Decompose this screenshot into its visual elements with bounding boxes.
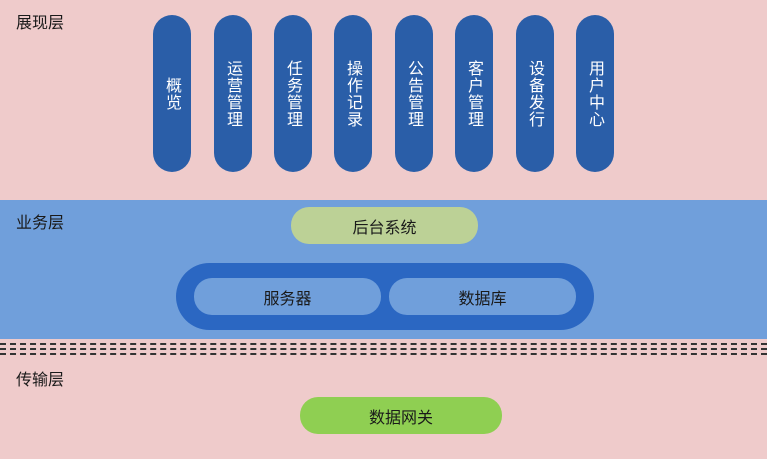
module-label: 公告管理 [405, 59, 424, 128]
layer-separator [0, 339, 767, 357]
module-customer-management: 客户管理 [455, 15, 493, 172]
module-label: 任务管理 [284, 59, 303, 128]
transport-layer-label: 传输层 [16, 370, 65, 389]
module-announcement-management: 公告管理 [395, 15, 433, 172]
database-node: 数据库 [389, 278, 576, 315]
backend-system-node: 后台系统 [291, 207, 478, 244]
separator-dash-line [0, 343, 767, 345]
module-operations-management: 运营管理 [214, 15, 252, 172]
module-label: 运营管理 [224, 59, 243, 128]
data-gateway-node: 数据网关 [300, 397, 502, 434]
module-label: 客户管理 [465, 59, 484, 128]
presentation-layer-label: 展现层 [16, 13, 65, 32]
module-overview: 概览 [153, 15, 191, 172]
separator-dash-line [0, 353, 767, 355]
module-label: 概览 [163, 76, 182, 111]
module-task-management: 任务管理 [274, 15, 312, 172]
module-label: 设备发行 [526, 59, 545, 128]
server-node: 服务器 [194, 278, 381, 315]
module-label: 操作记录 [344, 59, 363, 128]
separator-dash-line [0, 348, 767, 350]
module-user-center: 用户中心 [576, 15, 614, 172]
module-label: 用户中心 [586, 59, 605, 128]
business-layer-label: 业务层 [16, 213, 65, 232]
module-device-issuance: 设备发行 [516, 15, 554, 172]
module-operation-records: 操作记录 [334, 15, 372, 172]
presentation-layer: 展现层 概览 运营管理 任务管理 操作记录 公告管理 客户管理 设备发行 用户中… [0, 0, 767, 200]
